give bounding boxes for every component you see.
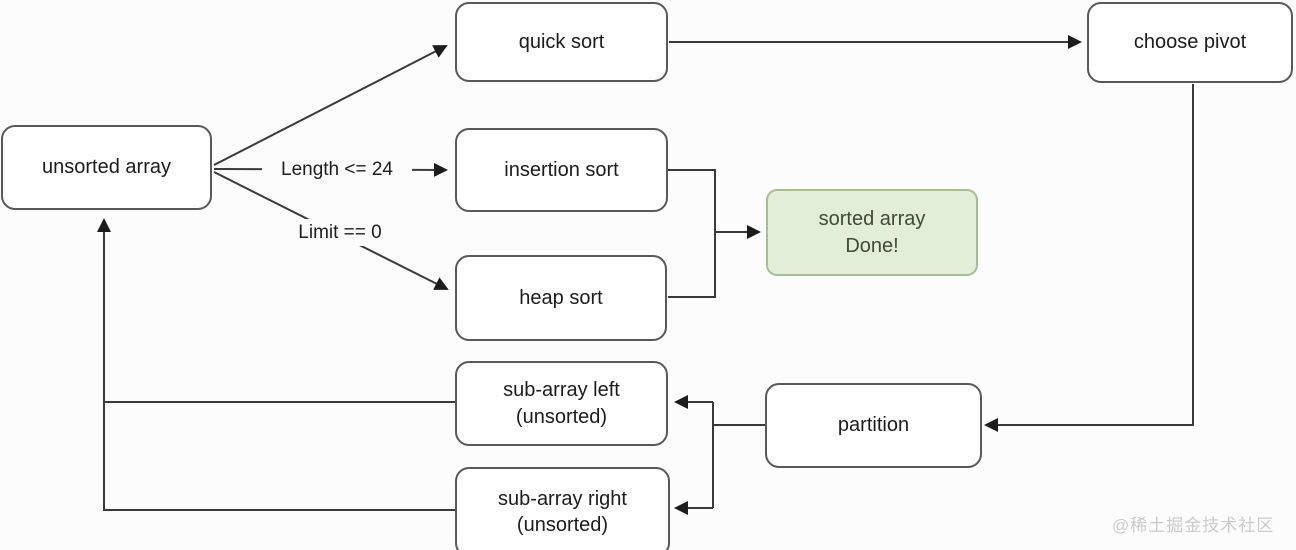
node-sub-array-left: sub-array left (unsorted) (455, 361, 668, 446)
node-label-line2: (unsorted) (516, 514, 609, 536)
node-choose-pivot: choose pivot (1087, 2, 1293, 83)
edge-partition-junction (712, 402, 765, 508)
node-unsorted-array: unsorted array (1, 125, 212, 210)
node-partition: partition (765, 383, 982, 468)
node-insertion-sort: insertion sort (455, 128, 668, 212)
node-sub-array-right: sub-array right (unsorted) (455, 467, 670, 550)
node-label-line1: sorted array (818, 208, 926, 231)
edge-label-limit-condition: Limit == 0 (280, 219, 400, 246)
node-label: heap sort (519, 286, 603, 309)
edge-insertion-heap-junction (668, 169, 716, 298)
node-label: choose pivot (1133, 31, 1247, 54)
node-label: unsorted array (42, 156, 171, 179)
node-label-line1: sub-array left (503, 379, 620, 402)
node-sorted-array-done: sorted array Done! (766, 189, 978, 276)
node-label: insertion sort (504, 158, 619, 181)
edge-choose-pivot-to-partition (984, 84, 1194, 432)
node-label: quick sort (518, 30, 605, 53)
node-label-line1: sub-array right (498, 487, 627, 510)
node-label-line2: (unsorted) (515, 405, 608, 428)
edge-unsorted-to-quick-sort (213, 45, 448, 166)
node-label: partition (837, 414, 910, 437)
node-quick-sort: quick sort (455, 2, 668, 82)
edge-label-length-condition: Length <= 24 (262, 156, 412, 183)
node-label-line2: Done! (845, 234, 899, 257)
node-heap-sort: heap sort (455, 255, 667, 341)
edge-sub-array-right-loop-to-unsorted (97, 218, 455, 511)
watermark: @稀土掘金技术社区 (1112, 516, 1275, 535)
